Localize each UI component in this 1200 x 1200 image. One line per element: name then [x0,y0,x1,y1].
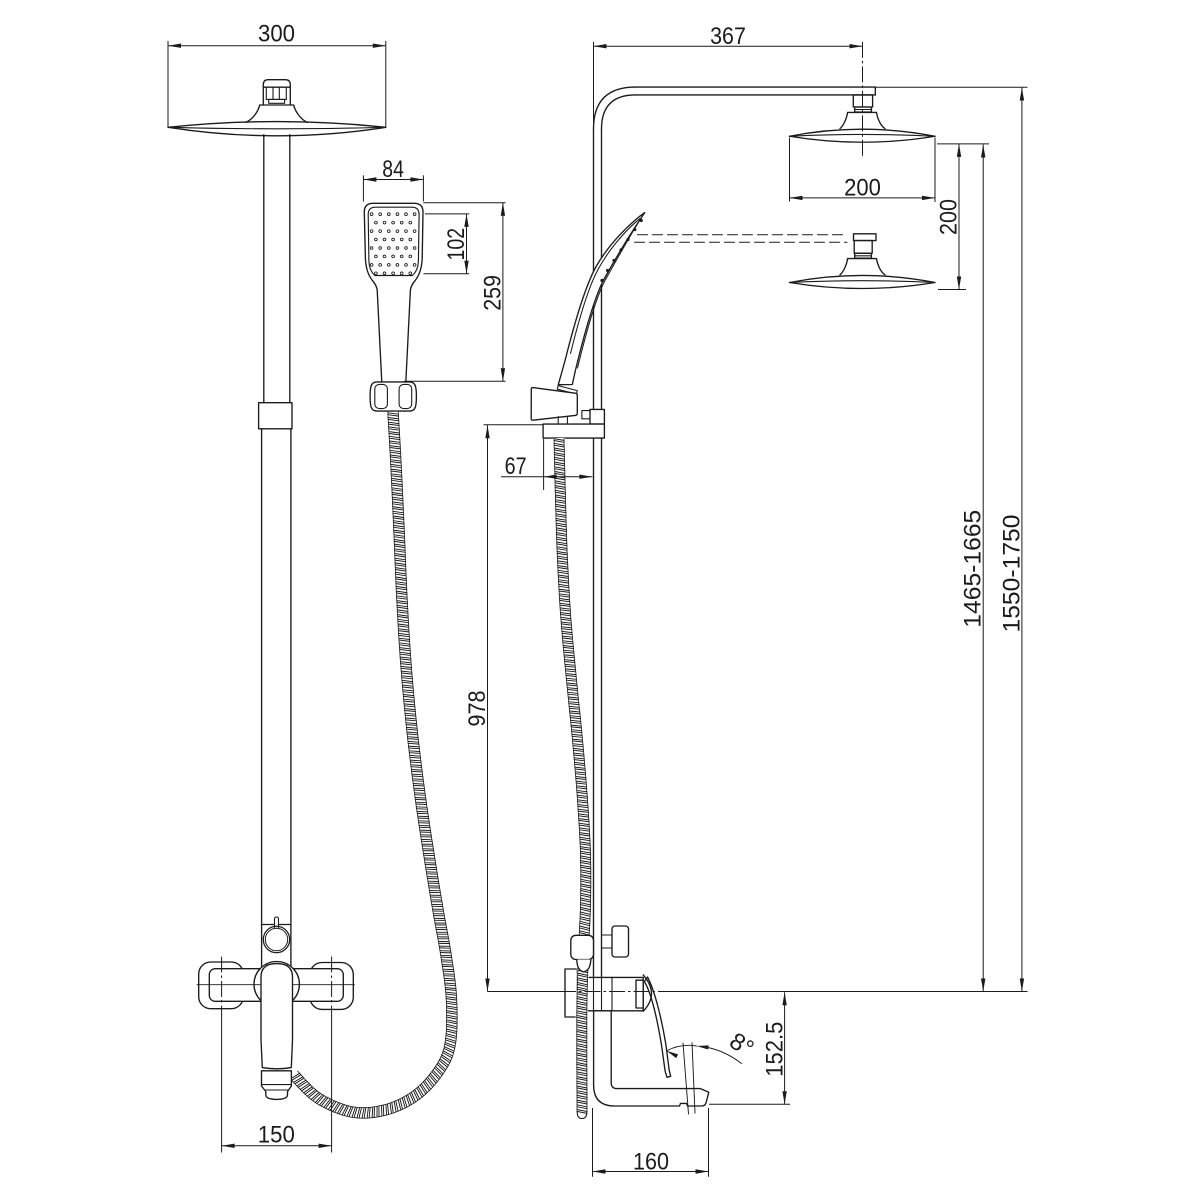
svg-text:978: 978 [464,690,491,726]
svg-text:102: 102 [443,228,470,261]
svg-text:200: 200 [844,174,881,201]
svg-text:367: 367 [710,23,746,50]
svg-text:259: 259 [479,275,506,311]
svg-text:300: 300 [258,21,295,48]
svg-text:1550-1750: 1550-1750 [998,515,1025,633]
svg-text:84: 84 [382,156,404,183]
svg-text:1465-1665: 1465-1665 [960,510,987,628]
svg-text:150: 150 [258,1122,295,1149]
svg-text:67: 67 [505,453,527,480]
svg-text:160: 160 [633,1148,669,1175]
svg-text:200: 200 [936,199,963,235]
svg-text:152.5: 152.5 [762,1022,789,1077]
